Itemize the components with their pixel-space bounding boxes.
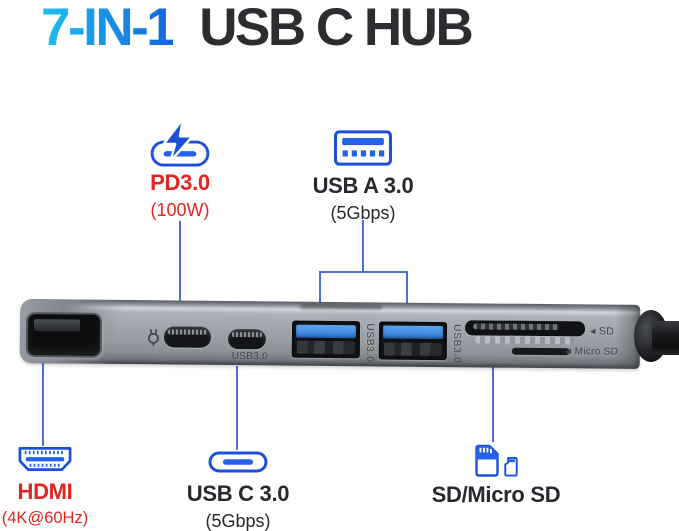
sd-label: SD/Micro SD	[431, 482, 561, 507]
micro-sd-card-icon	[504, 456, 518, 477]
usb-c-connector-icon	[178, 451, 298, 473]
usb-a-sub-label: (5Gbps)	[330, 203, 396, 223]
title-highlight: 7-IN-1	[41, 0, 176, 59]
usb-c-data-port	[227, 328, 267, 350]
sd-card-icon	[425, 444, 567, 477]
power-plug-engraving-icon	[148, 329, 159, 346]
connector-line-hdmi	[42, 356, 44, 446]
usb-a-port-2	[378, 321, 448, 361]
micro-sd-card-slot	[511, 347, 570, 356]
usb-c-sub-label: (5Gbps)	[205, 511, 271, 531]
hdmi-sub-label: (4K@60Hz)	[1, 509, 89, 527]
connector-line-usb-a-left	[319, 272, 321, 314]
micro-sd-arrow-engraving: ◀	[565, 348, 572, 356]
usb-a-port-2-tongue	[382, 325, 444, 340]
callout-sd: SD/Micro SD	[425, 444, 567, 508]
page-title: 7-IN-1 USB C HUB	[41, 0, 474, 59]
usb-a-port-1-contacts	[296, 340, 355, 355]
pd-label: PD3.0	[150, 170, 210, 195]
usb-a-port-1-engraving: USB3.0	[363, 323, 376, 363]
usb-a-port-icon	[293, 130, 433, 166]
callout-hdmi: HDMI (4K@60Hz)	[0, 446, 93, 528]
usb-a-port-1-tongue	[295, 324, 357, 339]
connector-line-usb-c	[236, 366, 238, 450]
hub-top-edge-marking	[300, 303, 383, 310]
sd-card-slot-ridge	[474, 336, 575, 345]
usb-c-power-icon	[120, 118, 240, 168]
micro-sd-slot-engraving: ◀ Micro SD	[565, 346, 619, 358]
title-text: USB C HUB	[199, 0, 473, 57]
usb-c-pd-port	[163, 326, 212, 348]
usb-hub-device: USB3.0 USB3.0 USB3.0 ◀ SD ◀ Micro SD	[19, 299, 641, 369]
usb-a-port-1	[291, 320, 361, 359]
pd-sub-label: (100W)	[150, 200, 210, 220]
connector-line-sd	[492, 343, 494, 442]
connector-line-usb-a-stem	[362, 220, 364, 272]
hdmi-label: HDMI	[17, 479, 73, 504]
connector-line-usb-a-right	[406, 272, 408, 314]
sd-arrow-engraving: ◀	[589, 328, 596, 336]
sd-card-slot	[464, 320, 586, 337]
callout-usb-a: USB A 3.0 (5Gbps)	[293, 130, 433, 224]
connector-line-usb-a-bracket	[319, 271, 408, 273]
callout-pd: PD3.0 (100W)	[120, 118, 240, 221]
hdmi-connector-icon	[0, 446, 93, 473]
usb-c-port-engraving: USB3.0	[231, 351, 269, 363]
hdmi-port	[27, 314, 101, 356]
usb-c-label: USB C 3.0	[186, 481, 290, 506]
usb-c-cable	[652, 321, 679, 355]
usb-a-port-2-contacts	[383, 342, 442, 357]
usb-a-label: USB A 3.0	[312, 173, 414, 198]
sd-slot-engraving: ◀ SD	[589, 325, 615, 338]
usb-a-port-2-engraving: USB3.0	[450, 324, 463, 364]
connector-line-pd	[179, 221, 181, 313]
callout-usb-c: USB C 3.0 (5Gbps)	[178, 451, 298, 531]
